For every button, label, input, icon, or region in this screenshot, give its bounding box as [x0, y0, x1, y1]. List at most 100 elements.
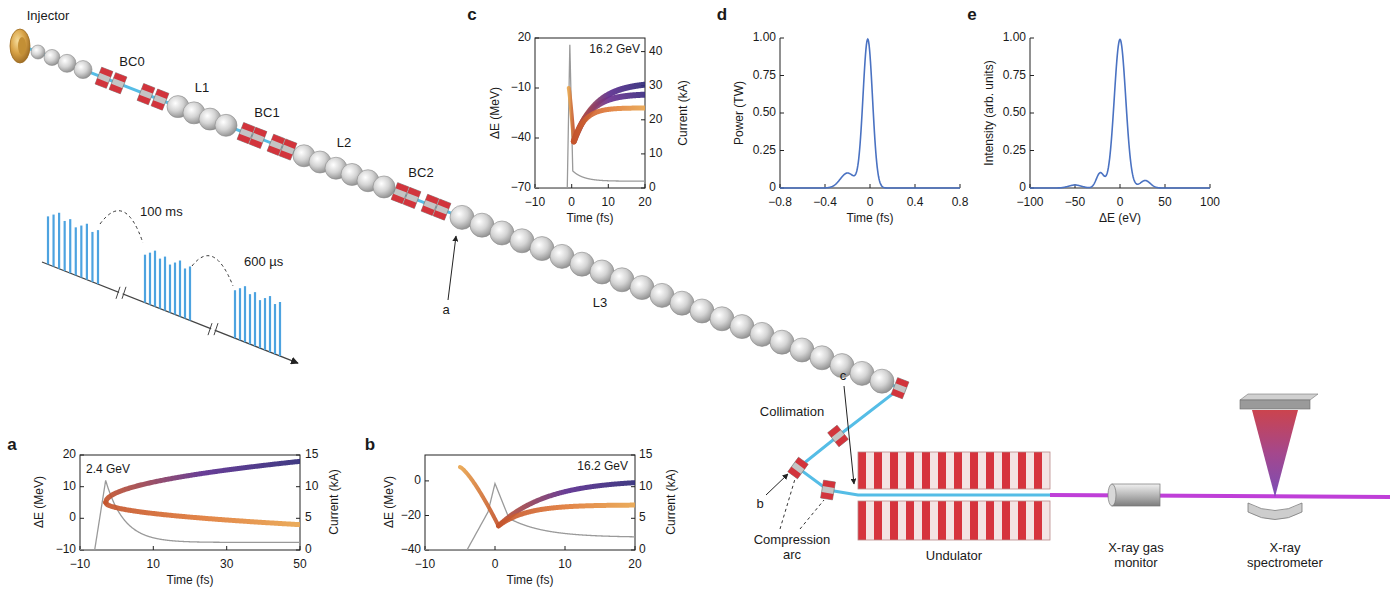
- tick-label: 0: [649, 181, 656, 195]
- dipole-magnet: [137, 84, 155, 105]
- pulse-bar: [144, 255, 146, 303]
- illustration-part: [114, 73, 127, 83]
- dipole-magnet: [403, 187, 421, 208]
- illustration-part: [962, 452, 970, 489]
- pointer-arrow: [448, 236, 456, 300]
- tick-mark: [296, 518, 300, 519]
- illustration-part: [882, 501, 890, 540]
- plot-frame: [535, 38, 645, 188]
- illustration-part: [1018, 452, 1026, 489]
- tick-label: 20: [518, 31, 531, 45]
- illustration-part: [1034, 452, 1042, 489]
- tick-mark: [631, 455, 635, 456]
- pulse-bar: [184, 268, 186, 318]
- illustration-part: [95, 78, 108, 88]
- illustration-part: [408, 187, 421, 197]
- tick-label: 40: [649, 45, 662, 59]
- illustration-part: [156, 89, 169, 99]
- gas-monitor: [1112, 484, 1160, 506]
- tick-mark: [641, 153, 645, 154]
- illustration-part: [978, 452, 986, 489]
- charts: [80, 38, 1210, 550]
- illustration-part: [272, 134, 285, 144]
- illustration-part: [279, 150, 292, 160]
- component-label: Compression arc: [750, 533, 834, 563]
- phase-space-band: [574, 85, 645, 142]
- pulse-bar: [244, 286, 246, 342]
- illustration-part: [433, 199, 451, 220]
- pulse-bar: [69, 219, 71, 273]
- tick-label: −40: [401, 543, 421, 557]
- pulse-bar: [259, 300, 261, 348]
- phase-space-band: [574, 95, 645, 142]
- illustration-part: [1042, 452, 1050, 489]
- component-label: Injector: [27, 9, 70, 24]
- annotation-lines: [448, 236, 854, 529]
- axis-title: ΔE (eV): [1099, 212, 1141, 226]
- tick-label: 20: [638, 196, 651, 210]
- axis-title: Intensity (arb. units): [983, 60, 997, 165]
- tick-mark: [1030, 38, 1034, 39]
- illustration-part: [994, 501, 1002, 540]
- plot-frame: [80, 455, 300, 550]
- illustration-part: [914, 501, 922, 540]
- component-label: Collimation: [760, 405, 824, 420]
- dipole-magnet: [788, 457, 808, 479]
- rf-cavity: [58, 54, 76, 72]
- power-profile: [780, 39, 960, 188]
- tick-label: −20: [401, 509, 421, 523]
- component-label: Undulator: [926, 549, 982, 564]
- tick-mark: [780, 113, 784, 114]
- illustration-part: [1026, 452, 1034, 489]
- tick-mark: [535, 38, 539, 39]
- dipole-magnet: [821, 480, 836, 500]
- pulse-bar: [239, 288, 241, 340]
- tick-mark: [565, 546, 566, 550]
- interval-label: 100 ms: [140, 205, 183, 220]
- illustration-part: [396, 183, 409, 193]
- illustration-part: [1010, 501, 1018, 540]
- pulse-bar: [169, 265, 171, 313]
- pulse-bar: [264, 298, 266, 350]
- illustration-part: [922, 501, 930, 540]
- illustration-part: [1010, 452, 1018, 489]
- illustration-part: [890, 452, 898, 489]
- beamline: [10, 29, 1050, 500]
- illustration-part: [151, 100, 164, 110]
- pulse-bar: [80, 226, 82, 278]
- current-profile: [535, 45, 645, 188]
- tick-mark: [535, 88, 539, 89]
- tick-label: 0.50: [753, 106, 776, 120]
- tick-mark: [425, 515, 429, 516]
- tick-label: 10: [602, 196, 615, 210]
- illustration-part: [930, 452, 938, 489]
- illustration-part: [95, 67, 113, 88]
- tick-mark: [635, 546, 636, 550]
- tick-mark: [780, 75, 784, 76]
- plot-area: [535, 45, 645, 188]
- phase-space-band: [569, 88, 574, 141]
- tick-mark: [1120, 184, 1121, 188]
- panel-marker: c: [840, 369, 847, 384]
- pulse-bar: [174, 263, 176, 315]
- phase-space-band: [106, 503, 300, 525]
- pulse-bar: [47, 216, 49, 264]
- tick-label: 0: [69, 511, 76, 525]
- panel-letter: b: [365, 435, 375, 455]
- tick-label: 15: [305, 448, 318, 462]
- dipole-magnet: [891, 378, 909, 399]
- tick-label: 0: [568, 196, 575, 210]
- energy-label: 16.2 GeV: [589, 43, 640, 57]
- tick-label: 0: [867, 196, 874, 210]
- tick-label: −100: [1016, 196, 1043, 210]
- plot-axis: [780, 38, 960, 188]
- illustration-part: [866, 501, 874, 540]
- pulse-bar: [86, 224, 88, 280]
- illustration-part: [828, 425, 849, 447]
- panel-marker: b: [756, 497, 763, 512]
- current-profile: [425, 484, 635, 551]
- tick-mark: [296, 550, 300, 551]
- plot-frame: [425, 455, 635, 550]
- illustration-part: [858, 452, 866, 489]
